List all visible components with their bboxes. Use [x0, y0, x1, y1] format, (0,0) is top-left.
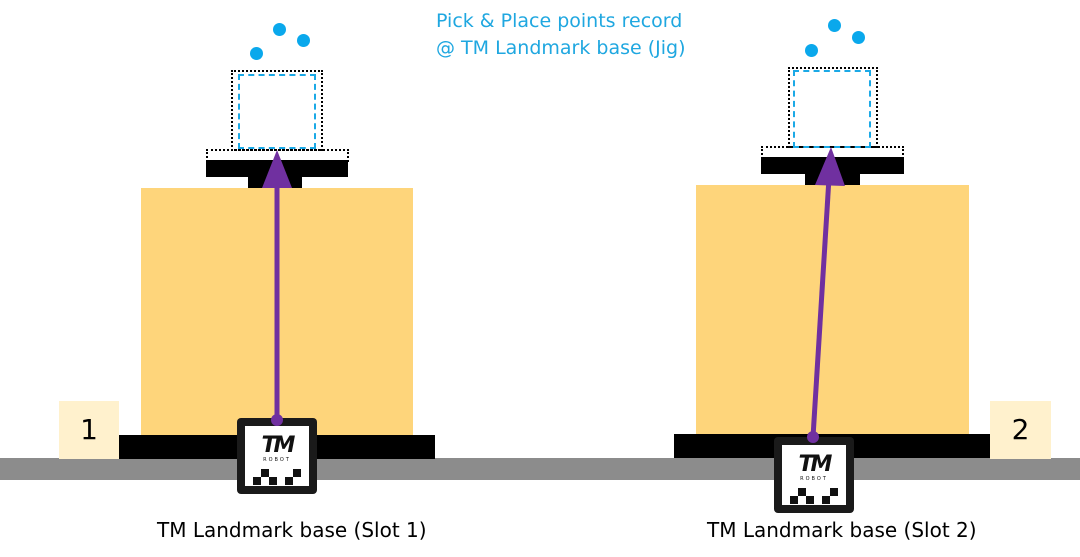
marker-square	[806, 496, 814, 504]
marker-square	[798, 488, 806, 496]
slot-2-jig	[696, 185, 969, 434]
robot-text: ROBOT	[263, 457, 291, 463]
slot-1-place-point-box	[238, 74, 316, 149]
title-line-1: Pick & Place points record	[436, 10, 683, 32]
slot-1-caption: TM Landmark base (Slot 1)	[157, 518, 427, 542]
slot-2-vector-arrow	[807, 147, 845, 443]
marker-square	[790, 496, 798, 504]
tm-logo: TM	[261, 433, 296, 458]
slot-2-point-dot	[805, 44, 818, 57]
robot-text: ROBOT	[800, 476, 828, 482]
marker-square	[269, 477, 277, 485]
marker-square	[285, 477, 293, 485]
slot-2-point-dot	[828, 19, 841, 32]
marker-square	[293, 469, 301, 477]
slot-1-landmark-marker: TM ROBOT	[237, 418, 317, 494]
slot-2-number: 2	[990, 401, 1051, 459]
slot-1-point-dot	[250, 47, 263, 60]
slot-1-number: 1	[59, 401, 119, 459]
slot-2-point-dot	[852, 31, 865, 44]
slot-1-point-dot	[273, 23, 286, 36]
marker-square	[253, 477, 261, 485]
marker-square	[261, 469, 269, 477]
marker-square	[822, 496, 830, 504]
diagram-title: Pick & Place points record @ TM Landmark…	[436, 8, 686, 62]
slot-2-place-point-box	[793, 70, 871, 148]
slot-1-point-dot	[297, 34, 310, 47]
title-line-2: @ TM Landmark base (Jig)	[436, 37, 686, 59]
marker-square	[830, 488, 838, 496]
slot-1-vector-arrow	[262, 150, 292, 426]
slot-2-caption: TM Landmark base (Slot 2)	[707, 518, 977, 542]
slot-2-landmark-marker: TM ROBOT	[774, 437, 854, 513]
tm-logo: TM	[798, 452, 833, 477]
